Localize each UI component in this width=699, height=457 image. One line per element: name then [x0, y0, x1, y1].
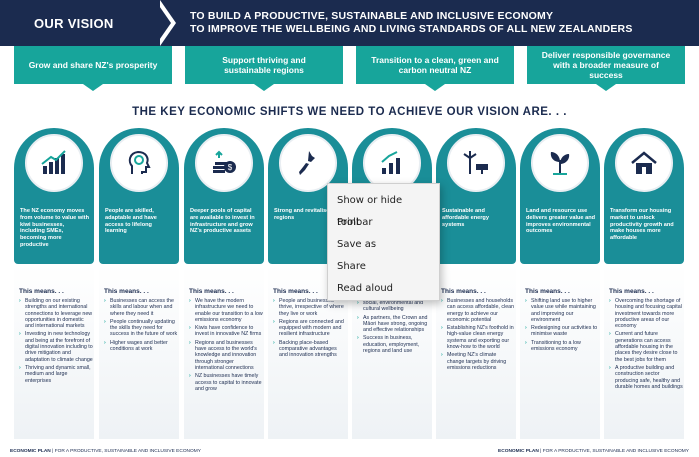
shift-card-text: Strong and revitalised regions — [274, 208, 333, 221]
vision-arrow-fill — [155, 0, 171, 46]
list-item: Current and future generations can acces… — [609, 331, 683, 362]
list-item: Building on our existing strengths and i… — [19, 298, 93, 329]
shift-card-text: Sustainable and affordable energy system… — [442, 208, 489, 228]
list-item: Transitioning to a low emissions economy — [525, 340, 599, 353]
shift-card: The NZ economy moves from volume to valu… — [14, 128, 94, 264]
goals-row: Grow and share NZ's prosperity Support t… — [14, 46, 686, 91]
list-item: Redesigning our activities to minimise w… — [525, 325, 599, 338]
list-item: Thriving and dynamic small, medium and l… — [19, 365, 93, 384]
means-list: Businesses can access the skills and lab… — [104, 298, 178, 354]
svg-text:$: $ — [228, 163, 233, 172]
means-list: Overcoming the shortage of housing and f… — [609, 298, 683, 392]
list-item: A productive building and construction s… — [609, 365, 683, 390]
means-list: Shifting land use to higher value use wh… — [525, 298, 599, 354]
list-item: social, environmental and cultural wellb… — [357, 300, 431, 313]
list-item: NZ businesses have timely access to capi… — [189, 373, 263, 392]
vision-statement-line1: TO BUILD A PRODUCTIVE, SUSTAINABLE AND I… — [190, 10, 554, 22]
shifts-heading: THE KEY ECONOMIC SHIFTS WE NEED TO ACHIE… — [132, 106, 567, 118]
list-item: Shifting land use to higher value use wh… — [525, 298, 599, 323]
shift-card: $ Deeper pools of capital are available t… — [184, 128, 264, 264]
wind-solar-icon — [447, 134, 505, 192]
footer-right-text: | FOR A PRODUCTIVE, SUSTAINABLE AND INCL… — [540, 449, 689, 454]
coins-icon: $ — [195, 134, 253, 192]
vision-statement: TO BUILD A PRODUCTIVE, SUSTAINABLE AND I… — [190, 10, 633, 36]
list-item: We have the modern infrastructure we nee… — [189, 298, 263, 323]
means-section: This means. . . Building on our existing … — [14, 264, 94, 439]
list-item: Regions and businesses have access to th… — [189, 340, 263, 371]
menu-item-read-aloud[interactable]: Read aloud — [337, 283, 394, 294]
list-item: Businesses and households can access aff… — [441, 298, 515, 323]
means-list: Businesses and households can access aff… — [441, 298, 515, 373]
list-item: Success in business, education, employme… — [357, 335, 431, 354]
house-icon — [615, 134, 673, 192]
shift-card: Sustainable and affordable energy system… — [436, 128, 516, 264]
means-section: This means. . . Businesses and households… — [436, 264, 516, 439]
vision-box: OUR VISION — [14, 6, 174, 40]
means-list: We have the modern infrastructure we nee… — [189, 298, 263, 394]
means-title: This means. . . — [525, 288, 570, 295]
means-title: This means. . . — [189, 288, 234, 295]
goal-carbon-neutral: Transition to a clean, green and carbon … — [356, 46, 514, 91]
shift-column: People are skilled, adaptable and have a… — [99, 128, 179, 439]
goal-regions: Support thriving and sustainable regions — [185, 46, 343, 91]
menu-item-toggle-toolbar[interactable]: Show or hide toolbar — [337, 195, 403, 228]
footer-right-brand: ECONOMIC PLAN — [498, 449, 539, 454]
shift-card: People are skilled, adaptable and have a… — [99, 128, 179, 264]
shift-card-text: Deeper pools of capital are available to… — [190, 208, 255, 235]
means-title: This means. . . — [104, 288, 149, 295]
list-item: Establishing NZ's foothold in high-value… — [441, 325, 515, 350]
list-item: Meeting NZ's climate change targets by d… — [441, 352, 515, 371]
context-menu: Show or hide toolbar Print Save as Share… — [327, 183, 440, 301]
means-section: This means. . . We have the modern infras… — [184, 264, 264, 439]
means-section: This means. . . Businesses can access the… — [99, 264, 179, 439]
footer-left-brand: ECONOMIC PLAN — [10, 449, 51, 454]
means-section: This means. . . Shifting land use to high… — [520, 264, 600, 439]
growth-chart-icon — [25, 134, 83, 192]
head-gear-icon — [110, 134, 168, 192]
list-item: Backing place-based comparative advantag… — [273, 340, 347, 359]
means-title: This means. . . — [609, 288, 654, 295]
shift-card-text: The NZ economy moves from volume to valu… — [20, 208, 89, 248]
means-title: This means. . . — [19, 288, 64, 295]
shift-column: Land and resource use delivers greater v… — [520, 128, 600, 439]
footer-left: ECONOMIC PLAN | FOR A PRODUCTIVE, SUSTAI… — [10, 449, 201, 454]
means-title: This means. . . — [441, 288, 486, 295]
list-item: People and businesses thrive, irrespecti… — [273, 298, 347, 317]
menu-item-share[interactable]: Share — [337, 261, 366, 272]
menu-item-print[interactable]: Print — [337, 217, 361, 228]
means-list: social, environmental and cultural wellb… — [357, 300, 431, 356]
goal-governance: Deliver responsible governance with a br… — [527, 46, 685, 91]
means-title: This means. . . — [273, 288, 318, 295]
shift-column: $ Deeper pools of capital are available t… — [184, 128, 264, 439]
shift-column: The NZ economy moves from volume to valu… — [14, 128, 94, 439]
footer-right: ECONOMIC PLAN | FOR A PRODUCTIVE, SUSTAI… — [498, 449, 689, 454]
goal-prosperity: Grow and share NZ's prosperity — [14, 46, 172, 91]
shift-card: Transform our housing market to unlock p… — [604, 128, 684, 264]
list-item: Overcoming the shortage of housing and f… — [609, 298, 683, 329]
vision-statement-line2: TO IMPROVE THE WELLBEING AND LIVING STAN… — [190, 23, 633, 35]
shift-column: Sustainable and affordable energy system… — [436, 128, 516, 439]
vision-label: OUR VISION — [34, 16, 114, 31]
plant-icon — [531, 134, 589, 192]
footer-left-text: | FOR A PRODUCTIVE, SUSTAINABLE AND INCL… — [52, 449, 201, 454]
list-item: Higher wages and better conditions at wo… — [104, 340, 178, 353]
nz-map-icon — [279, 134, 337, 192]
list-item: People continually updating the skills t… — [104, 319, 178, 338]
shift-card: Land and resource use delivers greater v… — [520, 128, 600, 264]
shift-column: Transform our housing market to unlock p… — [604, 128, 684, 439]
list-item: Businesses can access the skills and lab… — [104, 298, 178, 317]
list-item: Investing in new technology and being at… — [19, 331, 93, 362]
means-list: Building on our existing strengths and i… — [19, 298, 93, 386]
list-item: As partners, the Crown and Māori have st… — [357, 315, 431, 334]
shift-card-text: Land and resource use delivers greater v… — [526, 208, 596, 235]
menu-item-save-as[interactable]: Save as — [337, 239, 377, 250]
header-banner: OUR VISION TO BUILD A PRODUCTIVE, SUSTAI… — [0, 0, 699, 46]
shift-card-text: People are skilled, adaptable and have a… — [105, 208, 157, 235]
means-section: This means. . . Overcoming the shortage o… — [604, 264, 684, 439]
shift-card-text: Transform our housing market to unlock p… — [610, 208, 674, 242]
list-item: Kiwis have confidence to invest in innov… — [189, 325, 263, 338]
list-item: Regions are connected and equipped with … — [273, 319, 347, 338]
means-list: People and businesses thrive, irrespecti… — [273, 298, 347, 361]
